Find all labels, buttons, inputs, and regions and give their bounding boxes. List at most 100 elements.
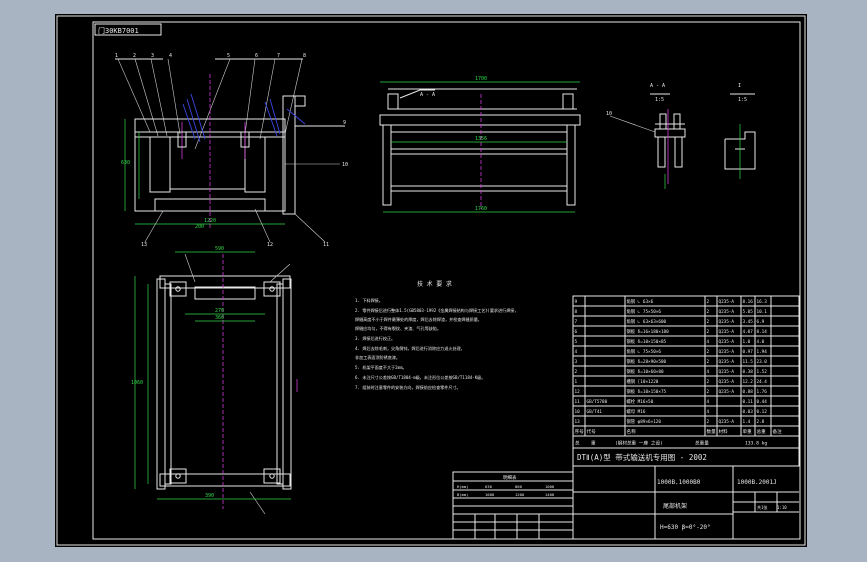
parts-cell: 4 bbox=[707, 369, 710, 375]
leader-5: 5 bbox=[227, 53, 230, 59]
parts-cell: 16.3 bbox=[757, 299, 768, 305]
parts-cell: GB/T5780 bbox=[587, 399, 608, 405]
plan-dim-inner: 360 bbox=[215, 315, 224, 321]
parts-cell: 0.38 bbox=[743, 369, 754, 375]
change-row-1-b: 800 bbox=[515, 484, 523, 489]
leader-6: 6 bbox=[255, 53, 258, 59]
parts-cell: 角钢 ∟ 75×50×6 bbox=[627, 308, 662, 315]
tech-item-4: 焊缝应均匀，不得有裂纹、夹渣、气孔等缺陷。 bbox=[355, 325, 441, 331]
title-code-left: 1000B.1000B0 bbox=[657, 479, 701, 486]
side-dim-top: 1700 bbox=[475, 76, 487, 82]
parts-cell: 12 bbox=[575, 389, 581, 395]
parts-cell: 1.52 bbox=[757, 369, 768, 375]
parts-cell: 7 bbox=[575, 319, 578, 325]
parts-total-cell: (钢材总重 一座 之设) bbox=[615, 440, 663, 447]
title-scale: 1:10 bbox=[777, 505, 787, 510]
leader-8: 8 bbox=[303, 53, 306, 59]
parts-header-cell: 材料 bbox=[719, 428, 729, 435]
tech-title: 技 术 要 求 bbox=[417, 280, 452, 288]
parts-cell: 2 bbox=[707, 389, 710, 395]
title-block: DTⅡ(A)型 带式输送机专用图 - 2002 1000B.1000B0 100… bbox=[572, 447, 800, 539]
parts-cell: Q235-A bbox=[719, 299, 735, 305]
section-a-a: A - A 1:5 10 I 1:5 bbox=[606, 83, 756, 189]
front-dim-width: 1220 bbox=[204, 218, 216, 224]
parts-cell: 1.4 bbox=[743, 419, 751, 425]
parts-cell: 角钢 ∟ 63×63×600 bbox=[627, 318, 667, 325]
parts-total-cell: 总重量 bbox=[695, 440, 709, 447]
parts-cell: 8 bbox=[575, 309, 578, 315]
parts-cell: 8.14 bbox=[757, 329, 768, 335]
parts-total-cell: 重 bbox=[591, 440, 596, 447]
parts-cell: 11 bbox=[575, 399, 581, 405]
parts-cell: 6.9 bbox=[757, 319, 765, 325]
section-aa-leader: 10 bbox=[606, 111, 612, 117]
parts-cell: 2 bbox=[707, 329, 710, 335]
leader-13: 13 bbox=[141, 242, 147, 248]
tech-item-8: 5. 机架平面度不大于2mm。 bbox=[355, 364, 407, 370]
leader-7: 7 bbox=[277, 53, 280, 59]
change-row-2-a: 1000 bbox=[485, 492, 495, 497]
change-row-2-label: B(mm) bbox=[457, 492, 468, 497]
parts-cell: 钢板 δ=10×60×80 bbox=[627, 368, 664, 375]
parts-header-cell: 总重 bbox=[757, 428, 767, 435]
change-row-1-label: H(mm) bbox=[457, 484, 468, 489]
parts-header-cell: 序号 bbox=[575, 428, 585, 435]
parts-cell: 2 bbox=[707, 359, 710, 365]
parts-cell: 2.8 bbox=[757, 419, 765, 425]
drawing-sheet: 门30KB7001 bbox=[55, 14, 807, 547]
plan-dim-width: 390 bbox=[205, 493, 214, 499]
parts-cell: 钢板 δ=10×150×85 bbox=[627, 338, 667, 345]
leader-3: 3 bbox=[151, 53, 154, 59]
parts-cell: 4 bbox=[707, 409, 710, 415]
parts-cell: 2 bbox=[707, 319, 710, 325]
parts-cell: Q235-A bbox=[719, 319, 735, 325]
parts-cell: 4.07 bbox=[743, 329, 754, 335]
leader-2: 2 bbox=[133, 53, 136, 59]
parts-cell: Q235-A bbox=[719, 329, 735, 335]
cad-drawing: 门30KB7001 bbox=[56, 15, 806, 546]
side-view-marker: A - A bbox=[420, 92, 435, 98]
parts-cell: Q235-A bbox=[719, 369, 735, 375]
parts-cell: Q235-A bbox=[719, 419, 735, 425]
parts-cell: 2 bbox=[707, 379, 710, 385]
parts-cell: Q235-A bbox=[719, 359, 735, 365]
plan-dim-270: 270 bbox=[215, 308, 224, 314]
parts-cell: Q235-A bbox=[719, 349, 735, 355]
parts-cell: 6 bbox=[575, 329, 578, 335]
plan-view: 1060 390 360 270 590 bbox=[131, 246, 298, 515]
parts-cell: 2 bbox=[707, 349, 710, 355]
parts-cell: 0.11 bbox=[743, 399, 754, 405]
drawing-code: 门30KB7001 bbox=[98, 26, 139, 35]
side-dim-mid: 1356 bbox=[475, 136, 487, 142]
parts-cell: 5.05 bbox=[743, 309, 754, 315]
parts-cell: 钢板 δ=10×150×75 bbox=[627, 388, 667, 395]
tech-item-7: 非加工表面涂防锈底漆。 bbox=[355, 354, 400, 360]
parts-cell: 11.5 bbox=[743, 359, 754, 365]
tech-item-9: 6. 未注尺寸公差按GB/T1804-m级，未注形位公差按GB/T1184-K级… bbox=[355, 374, 485, 380]
plan-dim-top: 590 bbox=[215, 246, 224, 252]
parts-cell: GB/T41 bbox=[587, 409, 603, 415]
parts-cell: 钢管 φ89×6×120 bbox=[627, 418, 662, 425]
parts-cell: 12.2 bbox=[743, 379, 754, 385]
parts-header-cell: 单重 bbox=[743, 428, 753, 435]
parts-cell: 1.94 bbox=[757, 349, 768, 355]
section-aa-scale: 1:5 bbox=[655, 97, 664, 103]
side-dim-bottom: 1760 bbox=[475, 206, 487, 212]
section-aa-label: A - A bbox=[650, 83, 665, 89]
parts-cell: 3 bbox=[575, 359, 578, 365]
parts-cell: 4 bbox=[575, 349, 578, 355]
parts-cell: 8.16 bbox=[743, 299, 754, 305]
leader-12: 12 bbox=[267, 242, 273, 248]
parts-header-cell: 代号 bbox=[587, 428, 597, 435]
title-series: DTⅡ(A)型 带式输送机专用图 - 2002 bbox=[577, 452, 707, 462]
parts-header-cell: 名称 bbox=[627, 428, 637, 435]
parts-cell: 9 bbox=[575, 299, 578, 305]
detail-i-label: I bbox=[738, 83, 741, 89]
parts-cell: 2 bbox=[575, 369, 578, 375]
detail-i-scale: 1:5 bbox=[738, 97, 747, 103]
parts-cell: 13 bbox=[575, 419, 581, 425]
parts-cell: 4 bbox=[707, 339, 710, 345]
outer-frame bbox=[56, 15, 806, 546]
change-row-2-b: 1200 bbox=[515, 492, 525, 497]
